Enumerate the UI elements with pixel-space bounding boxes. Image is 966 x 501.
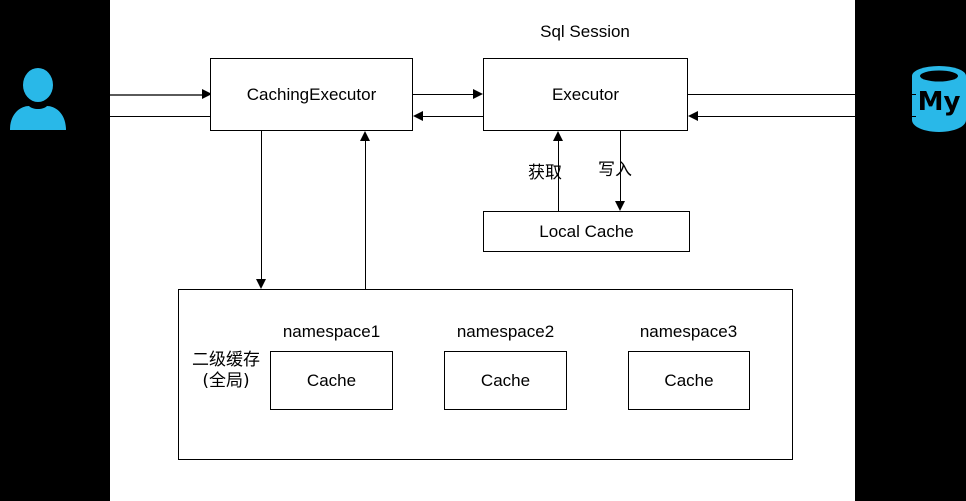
edge-localcache-to-executor-line — [558, 140, 559, 211]
node-caching-executor[interactable]: CachingExecutor — [210, 58, 413, 131]
edge-cachingexecutor-to-l2cache-line — [261, 131, 262, 280]
edge-executor-to-localcache-line — [620, 131, 621, 202]
edge-label-write: 写入 — [598, 160, 632, 180]
namespace-label-3: namespace3 — [639, 322, 738, 341]
edge-cachingexecutor-to-l2cache-arrowhead — [256, 279, 266, 289]
edge-cachingexecutor-to-executor-line — [413, 94, 475, 95]
edge-l2cache-to-cachingexecutor-line — [365, 140, 366, 289]
namespace-cache-box-2[interactable]: Cache — [444, 351, 567, 410]
edge-executor-to-database-line — [688, 94, 916, 95]
node-local-cache[interactable]: Local Cache — [483, 211, 690, 252]
second-level-cache-label-line1: 二级缓存 — [192, 350, 260, 370]
edge-cachingexecutor-to-user-line — [110, 116, 210, 117]
second-level-cache-label-line2: (全局) — [202, 371, 250, 392]
namespace-label-1: namespace1 — [282, 322, 381, 341]
mysql-database-icon: My — [908, 62, 966, 134]
namespace-cache-box-1[interactable]: Cache — [270, 351, 393, 410]
edge-database-to-executor-line — [698, 116, 916, 117]
namespace-cache-box-3[interactable]: Cache — [628, 351, 750, 410]
edge-executor-to-localcache-arrowhead — [615, 201, 625, 211]
svg-text:My: My — [918, 87, 961, 117]
second-level-cache-label: 二级缓存 (全局) — [183, 350, 269, 393]
edge-user-to-cachingexecutor-line — [110, 94, 204, 96]
node-executor[interactable]: Executor — [483, 58, 688, 131]
edge-label-fetch: 获取 — [528, 163, 562, 183]
user-person-icon — [8, 68, 68, 130]
edge-executor-to-cachingexecutor-arrowhead — [413, 111, 423, 121]
edge-cachingexecutor-to-executor-arrowhead — [473, 89, 483, 99]
edge-user-to-cachingexecutor-arrowhead — [202, 89, 212, 99]
page-title: Sql Session — [540, 22, 630, 41]
edge-localcache-to-executor-arrowhead — [553, 131, 563, 141]
namespace-label-2: namespace2 — [456, 322, 555, 341]
edge-l2cache-to-cachingexecutor-arrowhead — [360, 131, 370, 141]
edge-executor-to-cachingexecutor-line — [423, 116, 483, 117]
edge-database-to-executor-arrowhead — [688, 111, 698, 121]
